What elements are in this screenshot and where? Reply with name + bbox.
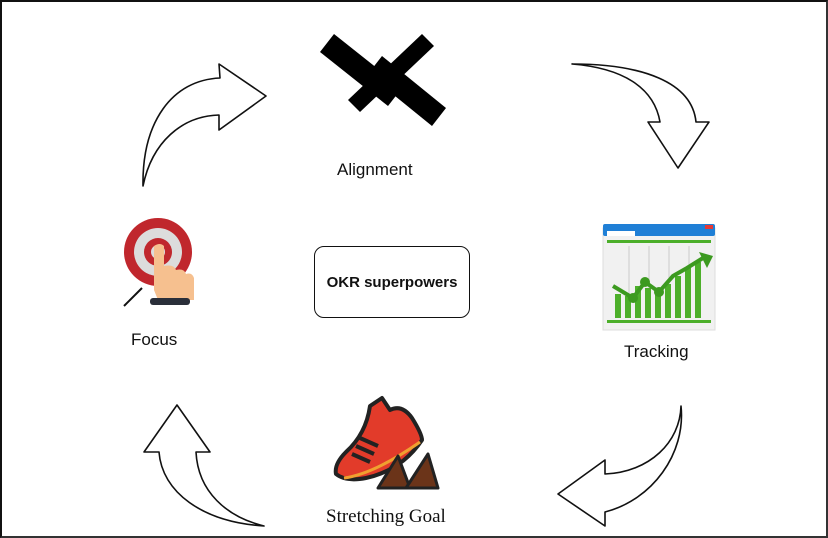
target-touch-icon [123,218,194,307]
center-title: OKR superpowers [326,273,458,291]
center-title-box: OKR superpowers [314,246,470,318]
node-label-stretching-goal: Stretching Goal [326,506,446,527]
node-label-tracking: Tracking [624,342,689,361]
alignment-icon [320,34,446,126]
node-label-alignment: Alignment [337,160,413,179]
chart-tracking-icon [602,224,716,331]
node-label-focus: Focus [131,330,178,349]
running-shoe-icon [333,396,440,490]
